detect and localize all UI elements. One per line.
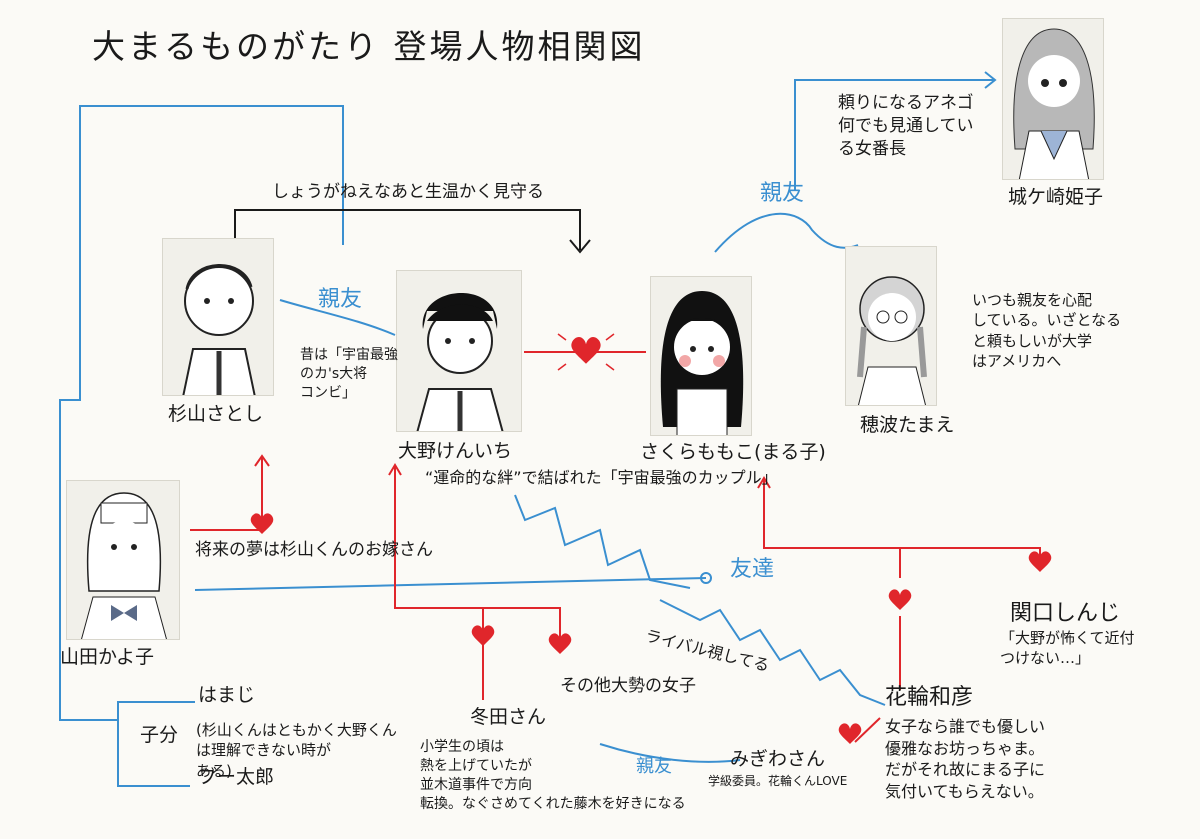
- note-migiwa: 学級委員。花輪くんLOVE: [708, 774, 847, 789]
- note-fuyuta: 小学生の頃は 熱を上げていたが 並木道事件で方向 転換。なぐさめてくれた藤木を好…: [420, 738, 686, 814]
- relation-tomodachi: 友達: [730, 556, 774, 584]
- name-sugiyama: 杉山さとし: [168, 403, 263, 427]
- name-honami: 穂波たまえ: [860, 414, 954, 438]
- relation-watch: しょうがねえなあと生温かく見守る: [272, 182, 544, 203]
- relation-shinyu-honami: 親友: [760, 180, 804, 208]
- heart-icon: [571, 337, 600, 364]
- note-yamada: 将来の夢は杉山くんのお嫁さん: [195, 540, 433, 561]
- heart-icon: [839, 723, 862, 744]
- zigzag-rival: [515, 495, 690, 588]
- friend-line: [195, 578, 706, 590]
- name-yamada: 山田かよ子: [60, 646, 154, 670]
- name-sekiguchi: 関口しんじ: [1010, 600, 1120, 628]
- name-ono: 大野けんいち: [398, 440, 512, 464]
- name-migiwa: みぎわさん: [730, 748, 825, 772]
- heart-icon: [889, 589, 912, 610]
- note-kobun: (杉山くんはともかく大野くん は理解できない時が ある): [196, 720, 397, 781]
- shinyu-curve-honami: [715, 214, 858, 252]
- note-jogasaki: 頼りになるアネゴ 何でも見通してい る女番長: [838, 92, 974, 161]
- name-hamaji: はまじ: [198, 684, 255, 708]
- name-jogasaki: 城ケ崎姫子: [1008, 186, 1103, 210]
- note-couple: “運命的な絆”で結ばれた「宇宙最強のカップル」: [425, 468, 778, 488]
- watch-arrow: [235, 210, 580, 250]
- jogasaki-portrait: [1002, 18, 1104, 180]
- note-sekiguchi: 「大野が怖くて近付 つけない…」: [1000, 628, 1135, 669]
- note-sugiyama-ono: 昔は「宇宙最強 のカ's大将 コンビ」: [300, 346, 398, 403]
- honami-portrait: [845, 246, 937, 406]
- ono-portrait: [396, 270, 522, 432]
- sakura-portrait: [650, 276, 752, 436]
- yamada-portrait: [66, 480, 180, 640]
- relation-shinyu-sugiyama: 親友: [318, 286, 362, 314]
- name-hanawa: 花輪和彦: [885, 684, 973, 712]
- name-others: その他大勢の女子: [560, 676, 696, 697]
- note-hanawa: 女子なら誰でも優しい 優雅なお坊っちゃま。 だがそれ故にまる子に 気付いてもらえ…: [885, 716, 1045, 802]
- name-fuyuta: 冬田さん: [470, 706, 546, 730]
- note-honami: いつも親友を心配 している。いざとなる と頼もしいが大学 はアメリカへ: [972, 290, 1121, 371]
- name-sakura: さくらももこ(まる子): [640, 441, 826, 465]
- relation-kobun: 子分: [140, 724, 178, 748]
- sugiyama-portrait: [162, 238, 274, 396]
